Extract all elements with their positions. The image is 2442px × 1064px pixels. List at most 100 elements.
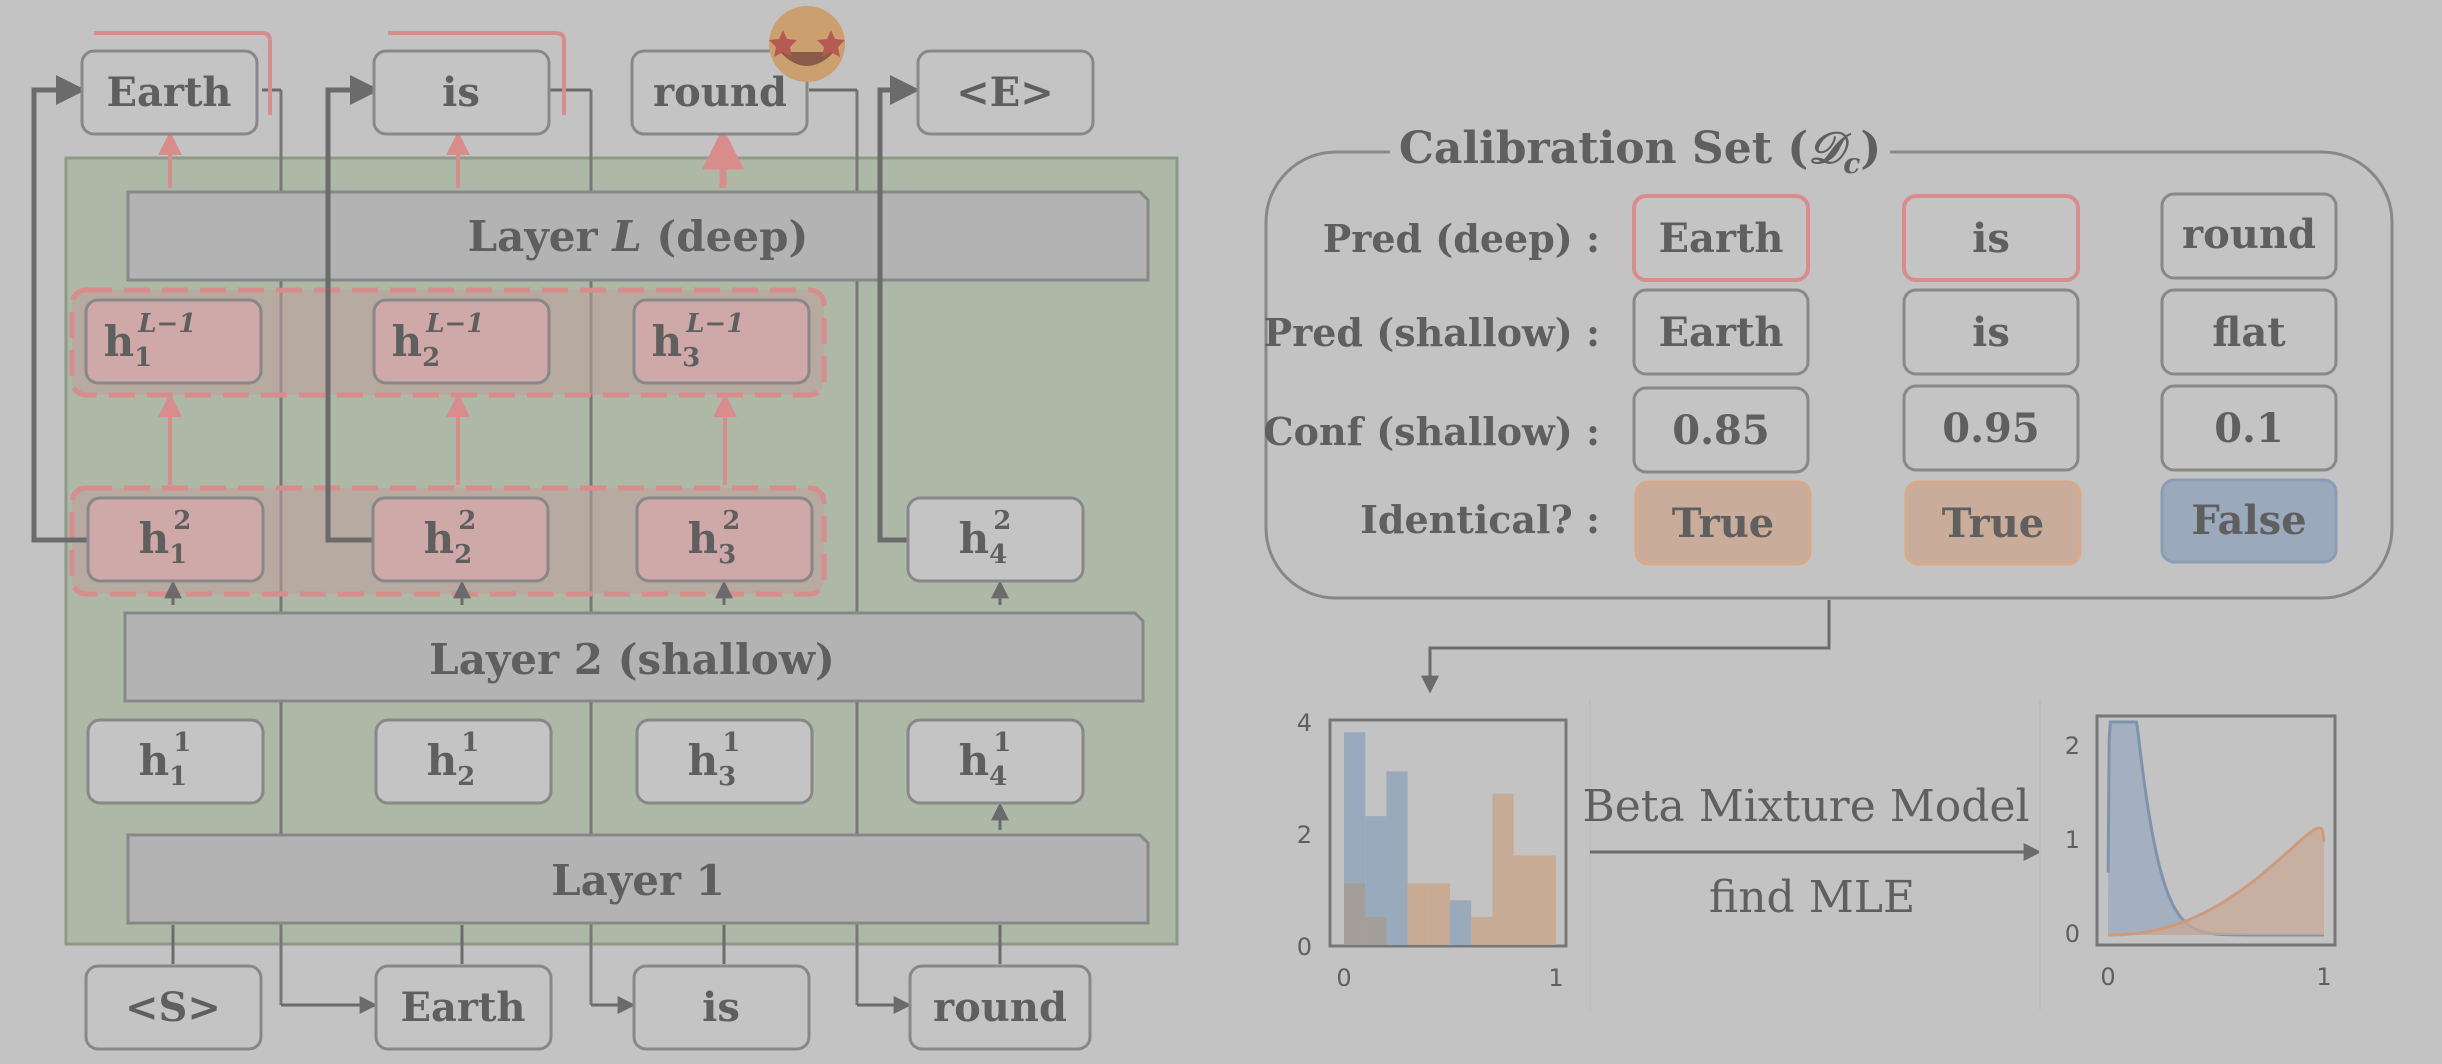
histogram-bar-s2-7: [1471, 917, 1493, 945]
layer-deep-prefix: Layer: [468, 212, 613, 261]
beta-x-tick-1: 1: [2316, 963, 2331, 991]
beta-mixture-chart: 0 1 2 0 1: [2065, 714, 2337, 991]
svg-text:<S>: <S>: [125, 984, 221, 1031]
conf-shallow-1: 0.85: [1672, 407, 1769, 454]
calibration-set: Calibration Set (𝒟c) Pred (deep) : Pred …: [1263, 120, 2394, 694]
hidden-shallow-2: h22: [371, 496, 550, 583]
identical-2: True: [1942, 500, 2044, 547]
svg-text:h22: h22: [424, 506, 477, 570]
histogram-bar-s2-9: [1513, 855, 1535, 945]
layer-first-label: Layer 1: [551, 856, 725, 905]
row-label-conf-shallow: Conf (shallow) :: [1263, 409, 1600, 454]
svg-text:Earth: Earth: [400, 984, 525, 1031]
first-hidden-states: h11 h21 h31 h41: [86, 718, 1085, 805]
input-token-round: round: [908, 964, 1092, 1051]
layer-shallow: Layer 2 (shallow): [123, 611, 1145, 703]
beta-component-2-fill: [2108, 828, 2324, 935]
row-label-pred-deep: Pred (deep) :: [1323, 216, 1600, 261]
beta-y-tick-0: 0: [2065, 920, 2080, 948]
svg-text:round: round: [653, 69, 787, 116]
beta-x-tick-0: 0: [2100, 963, 2115, 991]
input-token-start: <S>: [84, 964, 263, 1051]
identical-3: False: [2191, 497, 2306, 544]
pred-shallow-2: is: [1972, 309, 2010, 356]
beta-y-axis: 0 1 2: [2065, 732, 2080, 948]
row-label-identical: Identical? :: [1360, 497, 1600, 542]
layer-shallow-label: Layer 2 (shallow): [429, 635, 835, 684]
histogram-bar-s1-3: [1386, 771, 1408, 945]
process-top-label: Beta Mixture Model: [1582, 781, 2029, 832]
output-token-end: <E>: [916, 49, 1095, 136]
beta-component-2-line: [2108, 826, 2326, 937]
histogram-y-tick-4: 4: [1297, 709, 1312, 737]
hidden-first-4: h41: [906, 718, 1085, 805]
svg-text:h41: h41: [959, 728, 1012, 792]
svg-text:h42: h42: [959, 506, 1012, 570]
histogram-chart: 0 2 4 0 1: [1297, 700, 1591, 1010]
identical-row: True True False: [1634, 478, 2338, 566]
pred-deep-1: Earth: [1658, 215, 1783, 262]
pred-deep-3: round: [2182, 211, 2316, 258]
beta-mixture-process: Beta Mixture Model find MLE: [1582, 700, 2042, 1010]
histogram-bar-s2-8: [1492, 793, 1514, 945]
histogram-bars: [1344, 732, 1556, 945]
pred-deep-2: is: [1972, 215, 2010, 262]
star-struck-emoji-icon: [769, 6, 845, 82]
conf-shallow-row: 0.85 0.95 0.1: [1632, 384, 2338, 474]
svg-text:round: round: [933, 984, 1067, 1031]
histogram-y-tick-2: 2: [1297, 821, 1312, 849]
hidden-first-2: h21: [374, 718, 553, 805]
hidden-shallow-4: h42: [906, 496, 1085, 583]
histogram-overlap-2: [1365, 917, 1387, 945]
layer-deep-var: L: [611, 212, 642, 261]
output-tokens: Earth is round <E>: [80, 6, 1095, 136]
svg-text:is: is: [702, 984, 740, 1031]
identical-1: True: [1672, 500, 1774, 547]
hidden-shallow-3: h32: [635, 496, 814, 583]
conf-shallow-3: 0.1: [2214, 405, 2284, 452]
histogram-bar-s1-6: [1450, 900, 1472, 945]
svg-text:h1L−1: h1L−1: [104, 309, 197, 373]
layer-first: Layer 1: [126, 833, 1150, 925]
beta-y-tick-1: 1: [2065, 826, 2080, 854]
hidden-shallow-1: h12: [86, 496, 265, 583]
svg-text:Layer L (deep): Layer L (deep): [468, 212, 809, 261]
layer-deep-suffix: (deep): [642, 212, 809, 261]
hidden-deep-3: h3L−1: [632, 298, 811, 385]
svg-text:h11: h11: [139, 728, 192, 792]
pred-deep-row: Earth is round: [1632, 192, 2338, 282]
svg-text:h3L−1: h3L−1: [652, 309, 745, 373]
svg-text:is: is: [442, 69, 480, 116]
histogram-x-axis: 0 1: [1336, 964, 1563, 992]
svg-text:h2L−1: h2L−1: [392, 309, 485, 373]
calibration-title: Calibration Set (𝒟c): [1399, 123, 1881, 180]
input-token-is: is: [632, 964, 811, 1051]
hidden-deep-2: h2L−1: [372, 298, 551, 385]
histogram-x-tick-0: 0: [1336, 964, 1351, 992]
pred-shallow-3: flat: [2212, 309, 2286, 356]
beta-x-axis: 0 1: [2100, 963, 2331, 991]
hidden-deep-1: h1L−1: [84, 298, 263, 385]
input-token-earth: Earth: [374, 964, 553, 1051]
output-token-earth: Earth: [80, 49, 259, 136]
svg-text:h12: h12: [139, 506, 192, 570]
row-label-pred-shallow: Pred (shallow) :: [1264, 310, 1600, 355]
connectors: [31, 75, 1009, 1014]
input-tokens: <S> Earth is round: [84, 964, 1092, 1051]
histogram-bar-s2-10: [1534, 855, 1556, 945]
svg-text:h31: h31: [688, 728, 741, 792]
transformer-diagram: Layer L (deep) Layer 2 (shallow) Layer 1: [31, 6, 1179, 1051]
shallow-hidden-states: h12 h22 h32 h42: [86, 496, 1085, 583]
pred-shallow-1: Earth: [1658, 309, 1783, 356]
svg-text:<E>: <E>: [956, 69, 1054, 116]
hidden-first-3: h31: [635, 718, 814, 805]
deep-hidden-states: h1L−1 h2L−1 h3L−1: [84, 298, 811, 385]
beta-y-tick-2: 2: [2065, 732, 2080, 760]
svg-text:Earth: Earth: [106, 69, 231, 116]
beta-curves: [2106, 720, 2326, 937]
histogram-bar-s2-5: [1428, 883, 1450, 945]
layer-deep: Layer L (deep): [126, 190, 1150, 282]
red-arrows: [158, 127, 744, 485]
histogram-bar-s1-2: [1365, 816, 1387, 945]
